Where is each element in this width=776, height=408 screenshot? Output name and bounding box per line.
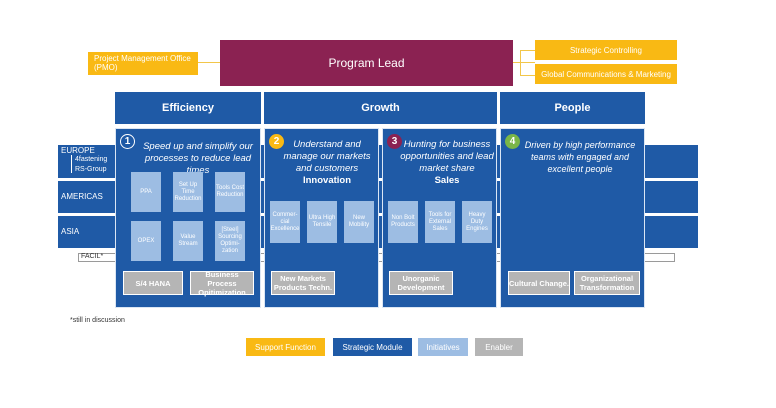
region-americas: AMERICAS	[61, 192, 103, 201]
initiative-tools-external-sales: Tools for External Sales	[425, 201, 455, 243]
global-comms-label: Global Communications & Marketing	[541, 69, 671, 79]
pmo-connector	[197, 62, 220, 63]
growth-innovation-subtitle: Innovation	[302, 175, 352, 186]
program-lead-label: Program Lead	[328, 56, 405, 70]
initiative-opex: OPEX	[131, 221, 161, 261]
initiative-ppa: PPA	[131, 172, 161, 212]
initiative-ultra-high-tensile: Ultra High Tensile	[307, 201, 337, 243]
program-lead-box: Program Lead	[220, 40, 513, 86]
growth-sales-subtitle: Sales	[434, 175, 460, 186]
enabler-cultural-change: Cultural Change.	[508, 271, 570, 295]
pmo-label: Project Management Office (PMO)	[94, 54, 191, 72]
growth-header: Growth	[264, 92, 497, 124]
legend-strategic-module: Strategic Module	[333, 338, 412, 356]
region-europe-sub1: 4fastening	[75, 156, 108, 163]
legend-enabler: Enabler	[475, 338, 523, 356]
people-header: People	[500, 92, 645, 124]
legend-initiatives: Initiatives	[418, 338, 468, 356]
people-title: People	[554, 102, 591, 114]
efficiency-module: 1 Speed up and simplify our processes to…	[115, 128, 261, 308]
legend-support-function: Support Function	[246, 338, 325, 356]
people-number-badge: 4	[505, 134, 520, 149]
initiative-value-stream: Value Stream	[173, 221, 203, 261]
enabler-new-markets: New Markets Products Techn.	[271, 271, 335, 295]
global-comms-box: Global Communications & Marketing	[535, 64, 677, 84]
strategic-controlling-label: Strategic Controlling	[569, 45, 643, 55]
enabler-s4hana: S/4 HANA	[123, 271, 183, 295]
region-europe-sub2: RS-Group	[75, 166, 107, 173]
people-module: 4 Driven by high performance teams with …	[500, 128, 645, 308]
efficiency-title: Efficiency	[162, 102, 214, 114]
enabler-business-process: Business Process Opitimization	[190, 270, 254, 297]
controlling-connector	[513, 62, 535, 63]
growth-title: Growth	[361, 102, 400, 114]
efficiency-header: Efficiency	[115, 92, 261, 124]
people-description: Driven by high performance teams with en…	[524, 140, 636, 174]
growth-innovation-module: 2 Understand and manage our markets and …	[264, 128, 379, 308]
region-europe: EUROPE	[61, 146, 95, 155]
initiative-tools-cost: Tools Cost Reduction	[215, 172, 245, 212]
region-asia: ASIA	[61, 227, 80, 236]
growth-sales-module: 3 Hunting for business opportunities and…	[382, 128, 497, 308]
growth-sales-number-badge: 3	[387, 134, 402, 149]
efficiency-description: Speed up and simplify our processes to r…	[143, 141, 253, 176]
initiative-non-bolt-products: Non Bolt Products	[388, 201, 418, 243]
efficiency-number-badge: 1	[120, 134, 135, 149]
support-vertical-connector	[520, 50, 521, 75]
enabler-unorganic-development: Unorganic Development	[389, 271, 453, 295]
enabler-organizational-transformation: Organizational Transformation	[574, 271, 640, 295]
strategic-controlling-box: Strategic Controlling	[535, 40, 677, 60]
growth-sales-description: Hunting for business opportunities and l…	[400, 139, 494, 186]
initiative-setup-time: Set Up Time Reduction	[173, 172, 203, 212]
initiative-steel-sourcing: [Steel] Sourcing Optimi-zation	[215, 221, 245, 261]
growth-innovation-number-badge: 2	[269, 134, 284, 149]
footnote: *still in discussion	[70, 317, 125, 324]
initiative-commercial-excellence: Commer-cial Excellence	[270, 201, 300, 243]
initiative-heavy-duty-engines: Heavy Duty Engines	[462, 201, 492, 243]
region-facil: FACIL*	[81, 253, 104, 260]
initiative-new-mobility: New Mobility	[344, 201, 374, 243]
growth-innovation-description: Understand and manage our markets and cu…	[279, 139, 375, 187]
pmo-box: Project Management Office (PMO)	[88, 52, 198, 75]
